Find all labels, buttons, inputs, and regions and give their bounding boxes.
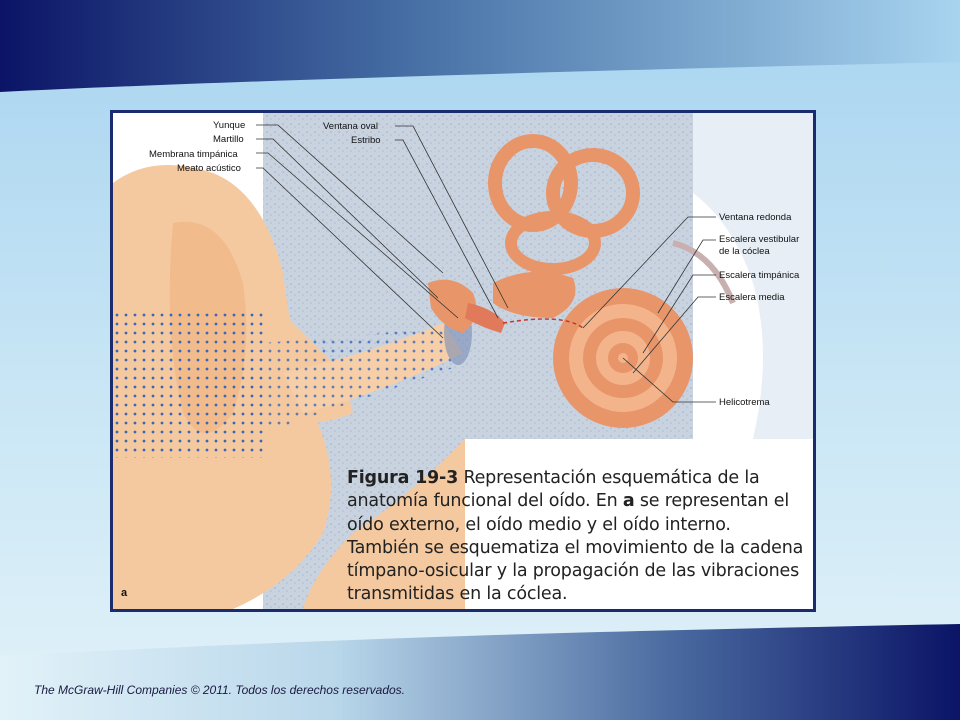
ear-anatomy-illustration: Yunque Martillo Membrana timpánica Meato…: [113, 113, 813, 609]
caption-bold-letter: a: [622, 491, 635, 512]
label-martillo: Martillo: [213, 134, 244, 145]
label-escalera-timpanica: Escalera timpánica: [719, 270, 800, 281]
figure-frame: Yunque Martillo Membrana timpánica Meato…: [110, 110, 816, 612]
label-de-la-coclea: de la cóclea: [719, 246, 770, 257]
caption-background: [465, 439, 813, 607]
label-yunque: Yunque: [213, 120, 245, 131]
copyright-footer: The McGraw-Hill Companies © 2011. Todos …: [34, 683, 406, 697]
label-ventana-redonda: Ventana redonda: [719, 212, 792, 223]
label-helicotrema: Helicotrema: [719, 397, 770, 408]
sound-wave-dots: [113, 308, 263, 458]
label-ventana-oval: Ventana oval: [323, 121, 378, 132]
caption-text-1: Representación esquemática de la anatomí…: [347, 468, 760, 512]
label-escalera-media: Escalera media: [719, 292, 785, 303]
label-meato-acustico: Meato acústico: [177, 163, 241, 174]
panel-letter: a: [121, 587, 128, 599]
label-estribo: Estribo: [351, 135, 381, 146]
caption-figure-label: Figura 19-3: [347, 468, 459, 488]
label-membrana-timpanica: Membrana timpánica: [149, 149, 238, 160]
footer-band: [0, 610, 960, 720]
ossicles: [428, 279, 477, 333]
figure-caption: Figura 19-3 Representación esquemática d…: [347, 467, 807, 607]
caption-text-2: se representan el oído externo, el oído …: [347, 491, 804, 605]
header-band: [0, 0, 960, 110]
label-escalera-vestibular: Escalera vestibular: [719, 234, 799, 245]
